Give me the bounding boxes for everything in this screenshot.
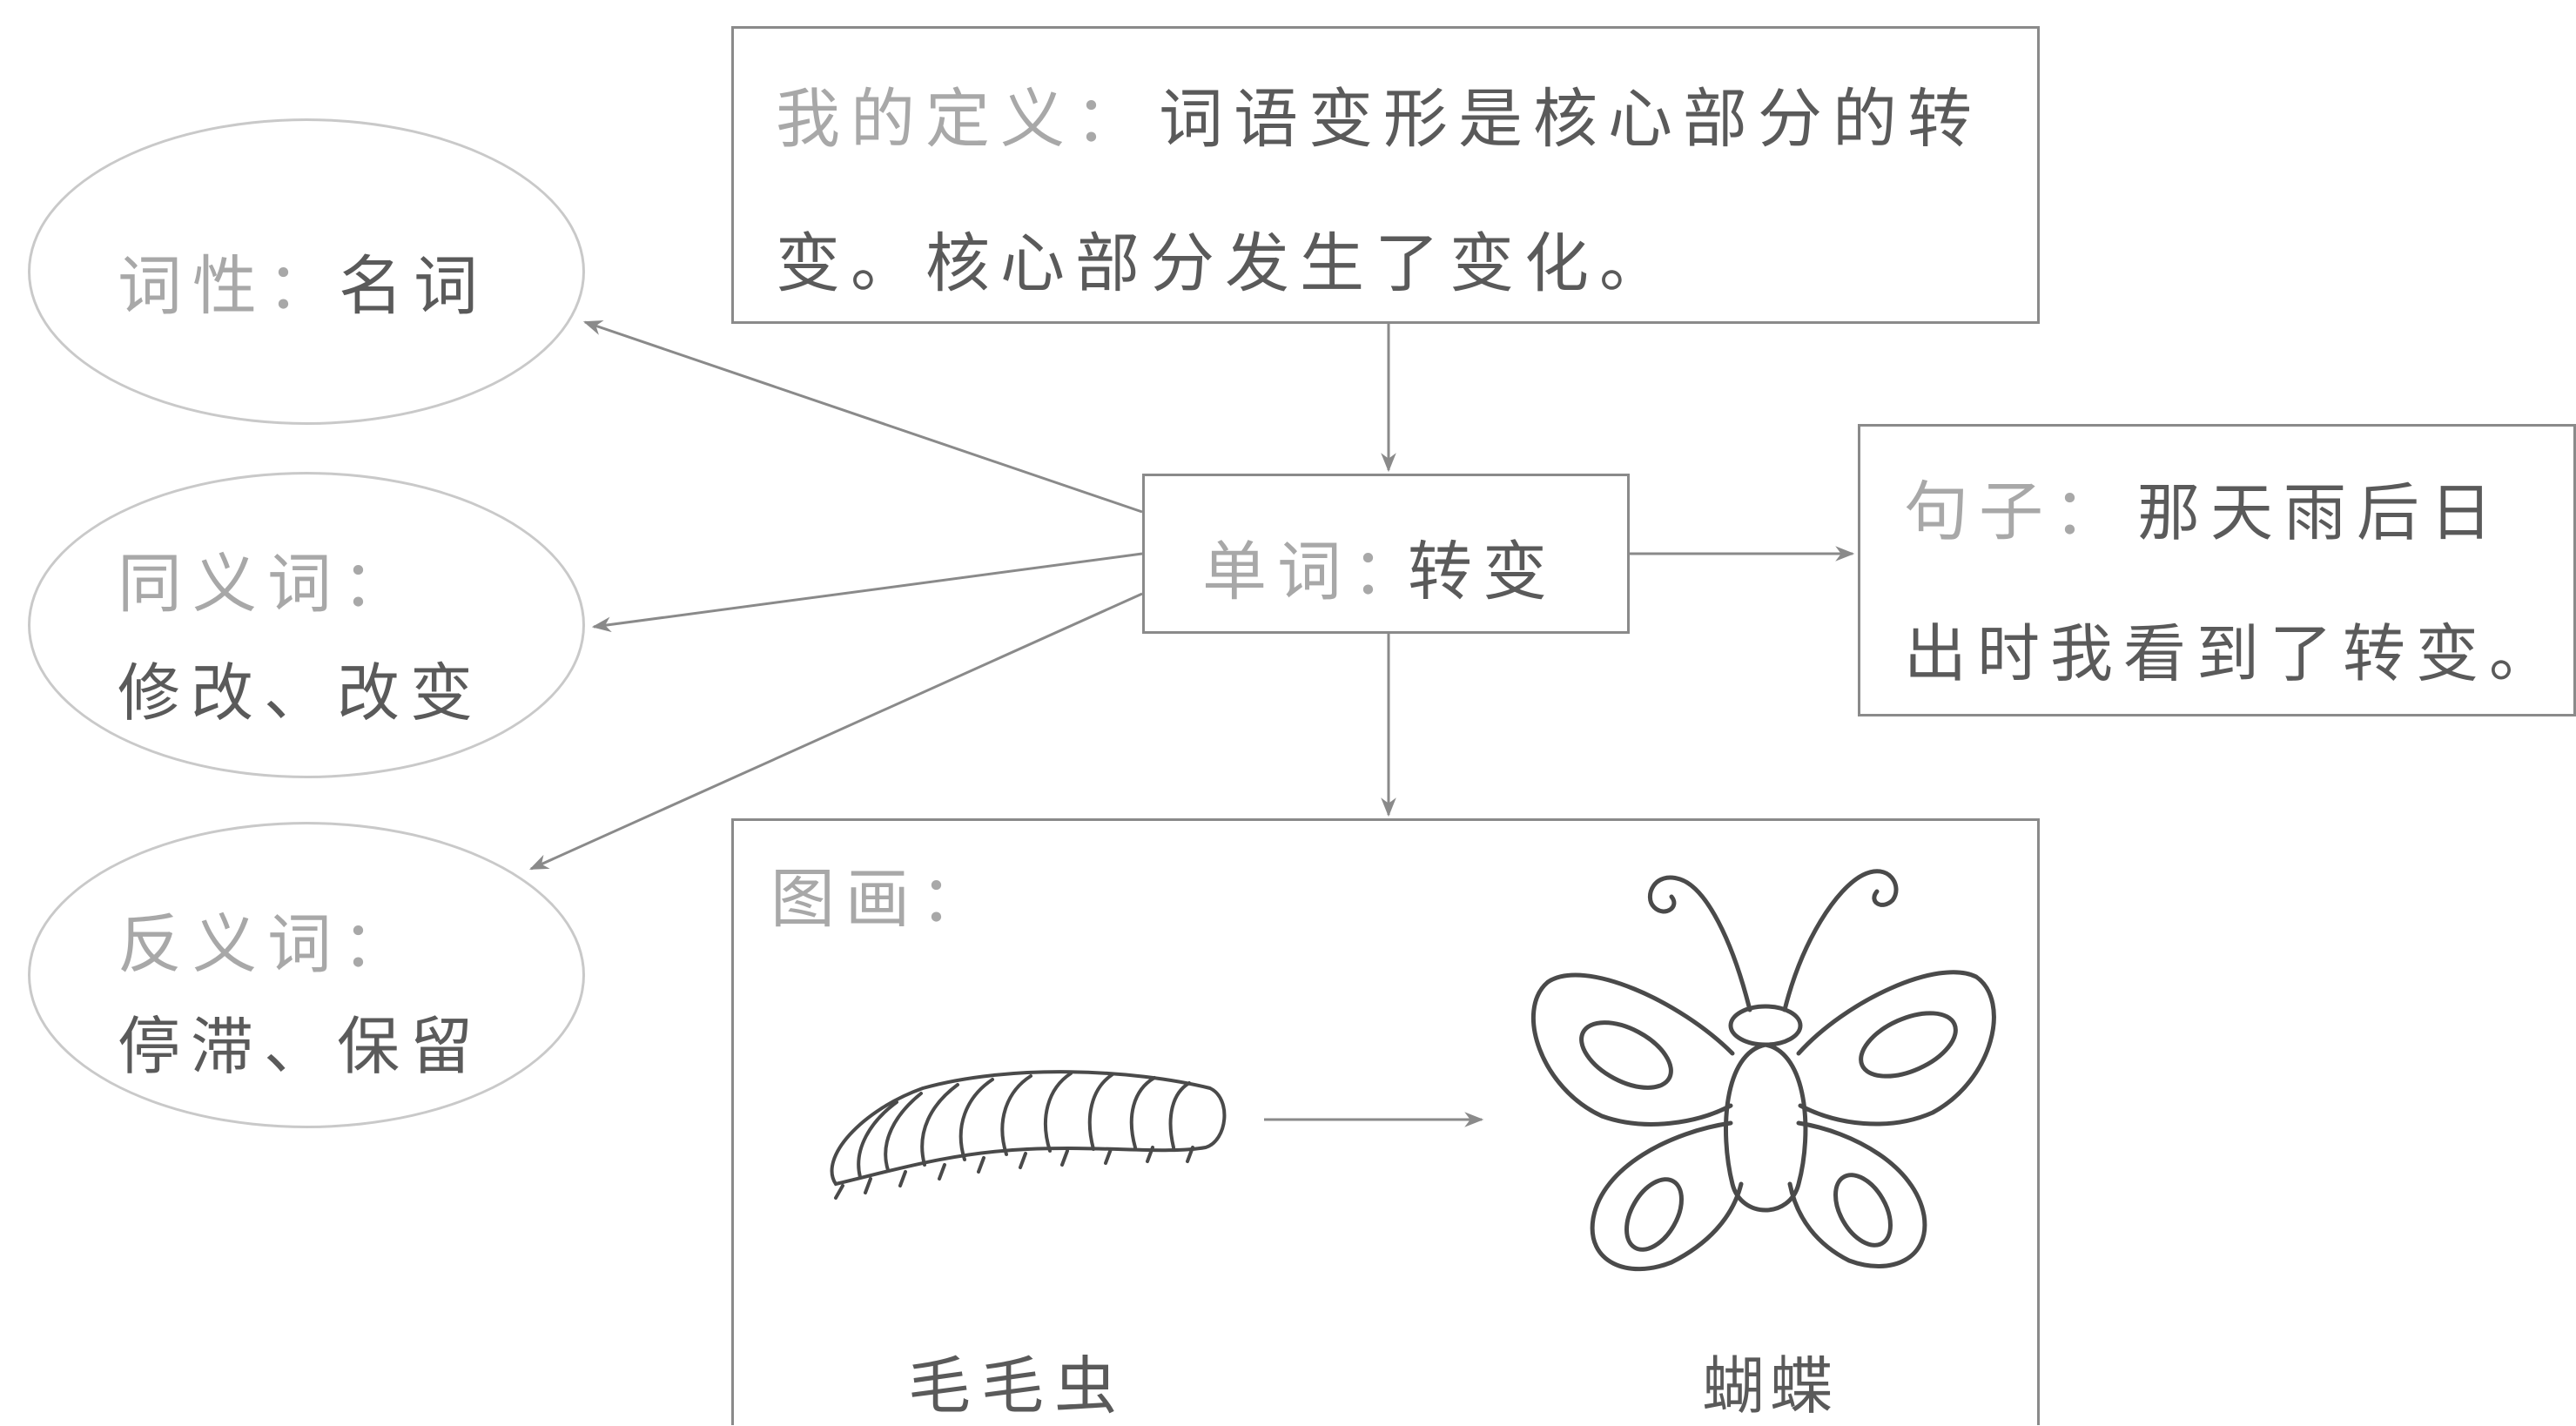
butterfly-drawing xyxy=(1531,869,1996,1272)
definition-text-line-1: 词语变形是核心部分的转 xyxy=(1159,82,1982,157)
word-box: 单词： 转变 xyxy=(1142,474,1630,634)
word-label: 单词： xyxy=(1202,535,1427,609)
antonyms-label: 反义词： xyxy=(118,907,417,982)
caterpillar-caption: 毛毛虫 xyxy=(908,1349,1128,1423)
arrow-word-to-antonyms xyxy=(528,592,1143,871)
caterpillar-drawing xyxy=(830,1070,1227,1200)
synonyms-label: 同义词： xyxy=(118,547,417,622)
drawing-box: 图画： 毛毛虫 蝴蝶 xyxy=(731,818,2040,1425)
synonyms-value: 修改、改变 xyxy=(118,656,484,730)
sentence-box: 句子： 那天雨后日 出时我看到了转变。 xyxy=(1858,424,2576,716)
sentence-text-line-2: 出时我看到了转变。 xyxy=(1904,617,2563,690)
part-of-speech-ellipse: 词性： 名词 xyxy=(28,118,585,425)
definition-box: 我的定义： 词语变形是核心部分的转 变。核心部分发生了变化。 xyxy=(731,26,2040,324)
arrow-word-to-part-of-speech xyxy=(582,320,1143,514)
butterfly-caption: 蝴蝶 xyxy=(1702,1349,1839,1423)
word-value: 转变 xyxy=(1408,535,1557,609)
synonyms-ellipse: 同义词： 修改、改变 xyxy=(28,472,585,778)
part-of-speech-value: 名词 xyxy=(339,249,488,324)
definition-label: 我的定义： xyxy=(776,82,1150,157)
sentence-text-line-1: 那天雨后日 xyxy=(2137,476,2504,549)
definition-text-line-2: 变。核心部分发生了变化。 xyxy=(776,226,1674,301)
sentence-label: 句子： xyxy=(1904,474,2129,549)
arrow-word-to-synonyms xyxy=(591,552,1143,633)
part-of-speech-label: 词性： xyxy=(118,249,342,324)
antonyms-ellipse: 反义词： 停滞、保留 xyxy=(28,822,585,1128)
antonyms-value: 停滞、保留 xyxy=(118,1010,484,1083)
drawing-label: 图画： xyxy=(770,862,995,937)
